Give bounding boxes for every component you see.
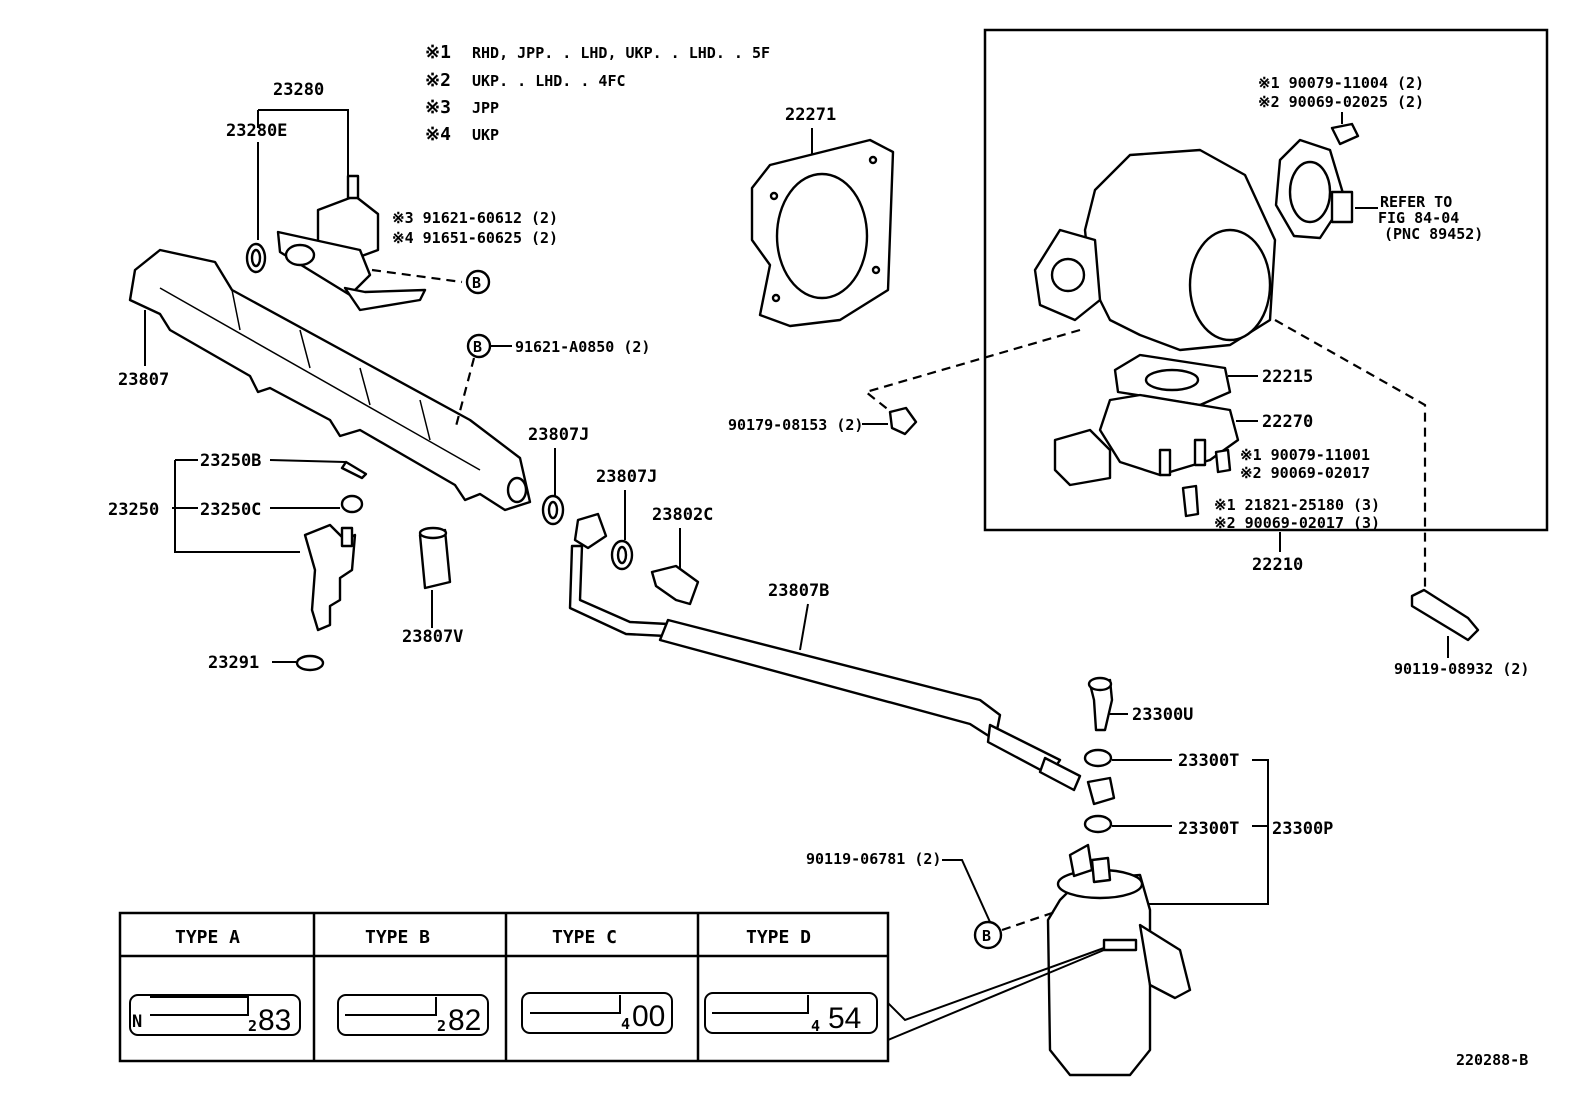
label-23807J-a: 23807J bbox=[528, 425, 589, 445]
note-2-mark: ※2 bbox=[425, 70, 451, 91]
type-b-code: 82 bbox=[448, 1004, 481, 1037]
label-23300T-b: 23300T bbox=[1178, 819, 1239, 839]
label-23250C: 23250C bbox=[200, 500, 261, 520]
refer-line-3: (PNC 89452) bbox=[1384, 225, 1483, 243]
circle-b-text-3: B bbox=[982, 927, 991, 945]
label-90069-02025: ※2 90069-02025 (2) bbox=[1258, 93, 1424, 111]
type-a-plate bbox=[129, 994, 301, 1036]
label-23291: 23291 bbox=[208, 653, 259, 673]
label-90069-02017-a: ※2 90069-02017 bbox=[1240, 464, 1370, 482]
label-23807V: 23807V bbox=[402, 627, 463, 647]
throttle-mounting: 90179-08153 (2) 90119-08932 (2) bbox=[728, 319, 1529, 678]
label-91621-A0850: 91621-A0850 (2) bbox=[515, 338, 650, 356]
label-22270: 22270 bbox=[1262, 412, 1313, 432]
label-23250: 23250 bbox=[108, 500, 159, 520]
type-d-plate bbox=[704, 992, 878, 1034]
label-22210: 22210 bbox=[1252, 555, 1303, 575]
label-23280: 23280 bbox=[273, 80, 324, 100]
fuel-rail-body bbox=[128, 248, 532, 512]
type-d-title: TYPE D bbox=[746, 927, 811, 948]
label-90119-08932: 90119-08932 (2) bbox=[1394, 660, 1529, 678]
note-4-text: UKP bbox=[472, 126, 499, 144]
circle-b-marker-3 bbox=[973, 920, 1003, 950]
type-d-small: 4 bbox=[811, 1017, 820, 1035]
type-a-title: TYPE A bbox=[175, 927, 240, 948]
gasket-23300T-b bbox=[1083, 814, 1113, 834]
type-a-prefix: N bbox=[132, 1012, 142, 1032]
label-23280E: 23280E bbox=[226, 121, 287, 141]
note-4-mark: ※4 bbox=[425, 124, 451, 145]
pressure-regulator-assembly: 23280 23280E B ※3 91621-60612 (2) ※4 916… bbox=[226, 80, 558, 312]
type-c-title: TYPE C bbox=[552, 927, 617, 948]
screw-sensor bbox=[1330, 122, 1360, 146]
label-23300U: 23300U bbox=[1132, 705, 1193, 725]
gasket-23300T-a bbox=[1083, 748, 1113, 768]
fuel-hose-23807B bbox=[658, 618, 1002, 742]
label-23807J-b: 23807J bbox=[596, 467, 657, 487]
type-b-small: 2 bbox=[437, 1017, 446, 1035]
type-c-code: 00 bbox=[632, 1000, 665, 1033]
label-90119-06781: 90119-06781 (2) bbox=[806, 850, 941, 868]
insulator-23291 bbox=[295, 654, 325, 672]
type-code-table: TYPE A TYPE B TYPE C TYPE D N 2 83 2 82 … bbox=[118, 911, 1105, 1063]
label-23807: 23807 bbox=[118, 370, 169, 390]
figure-id: 220288-B bbox=[1456, 1051, 1528, 1069]
type-table-frame bbox=[118, 911, 890, 1063]
label-90179-08153: 90179-08153 (2) bbox=[728, 416, 863, 434]
fuel-filter-body bbox=[1046, 873, 1152, 1077]
throttle-body-assembly: ※1 90079-11004 (2) ※2 90069-02025 (2) RE… bbox=[983, 28, 1549, 575]
note-1-text: RHD, JPP. . LHD, UKP. . LHD. . 5F bbox=[472, 44, 770, 62]
oring-23250C bbox=[340, 494, 364, 514]
applicability-notes: ※1 RHD, JPP. . LHD, UKP. . LHD. . 5F ※2 … bbox=[425, 42, 770, 145]
type-b-title: TYPE B bbox=[365, 927, 430, 948]
label-23807B: 23807B bbox=[768, 581, 829, 601]
injector-group: 23250B 23250 23250C 23291 23807V bbox=[108, 451, 463, 673]
filter-label-plate bbox=[1102, 938, 1138, 952]
label-23300P: 23300P bbox=[1272, 819, 1333, 839]
type-c-small: 4 bbox=[621, 1015, 630, 1033]
label-23250B: 23250B bbox=[200, 451, 261, 471]
leader-23280 bbox=[257, 109, 349, 178]
refer-line-2: FIG 84-04 bbox=[1378, 209, 1459, 227]
fuel-filter-assembly: 23300U 23300T 23300T 23300P 90119-06781 … bbox=[806, 676, 1333, 1077]
label-21821-25180: ※1 21821-25180 (3) bbox=[1214, 496, 1380, 514]
fuel-pipe-group: 23807J 23807J 23802C 23807B bbox=[528, 425, 1082, 792]
note-1-mark: ※1 bbox=[425, 42, 451, 63]
label-91651-60625: ※4 91651-60625 (2) bbox=[392, 229, 558, 247]
note-2-text: UKP. . LHD. . 4FC bbox=[472, 72, 626, 90]
label-90079-11001: ※1 90079-11001 bbox=[1240, 446, 1370, 464]
label-23300T-a: 23300T bbox=[1178, 751, 1239, 771]
circle-b-text-1: B bbox=[472, 274, 481, 292]
union-fitting bbox=[1086, 776, 1116, 806]
throttle-body-gasket: 22271 bbox=[750, 105, 895, 328]
note-3-mark: ※3 bbox=[425, 97, 451, 118]
type-a-code: 83 bbox=[258, 1004, 291, 1037]
circle-b-marker-1 bbox=[465, 269, 491, 295]
refer-line-1: REFER TO bbox=[1380, 193, 1452, 211]
label-22215: 22215 bbox=[1262, 367, 1313, 387]
label-90079-11004: ※1 90079-11004 (2) bbox=[1258, 74, 1424, 92]
circle-b-text-2: B bbox=[473, 338, 482, 356]
type-c-plate bbox=[521, 992, 673, 1034]
bolt-21821 bbox=[1181, 484, 1200, 518]
fuel-delivery-pipe: 23807 B 91621-A0850 (2) bbox=[118, 248, 650, 512]
clip-23250B bbox=[340, 460, 368, 480]
type-b-plate bbox=[337, 994, 489, 1036]
union-bolt-23802C bbox=[650, 564, 700, 606]
label-22271: 22271 bbox=[785, 105, 836, 125]
bolt-90119-08932 bbox=[1410, 588, 1480, 642]
filter-bracket bbox=[1138, 923, 1192, 1000]
nut-90179-08153 bbox=[888, 406, 918, 436]
label-91621-60612: ※3 91621-60612 (2) bbox=[392, 209, 558, 227]
note-3-text: JPP bbox=[472, 99, 499, 117]
label-23802C: 23802C bbox=[652, 505, 713, 525]
throttle-body-box bbox=[983, 28, 1549, 532]
label-90069-02017-b: ※2 90069-02017 (3) bbox=[1214, 514, 1380, 532]
type-d-code: 54 bbox=[828, 1002, 861, 1035]
type-a-small: 2 bbox=[248, 1017, 257, 1035]
